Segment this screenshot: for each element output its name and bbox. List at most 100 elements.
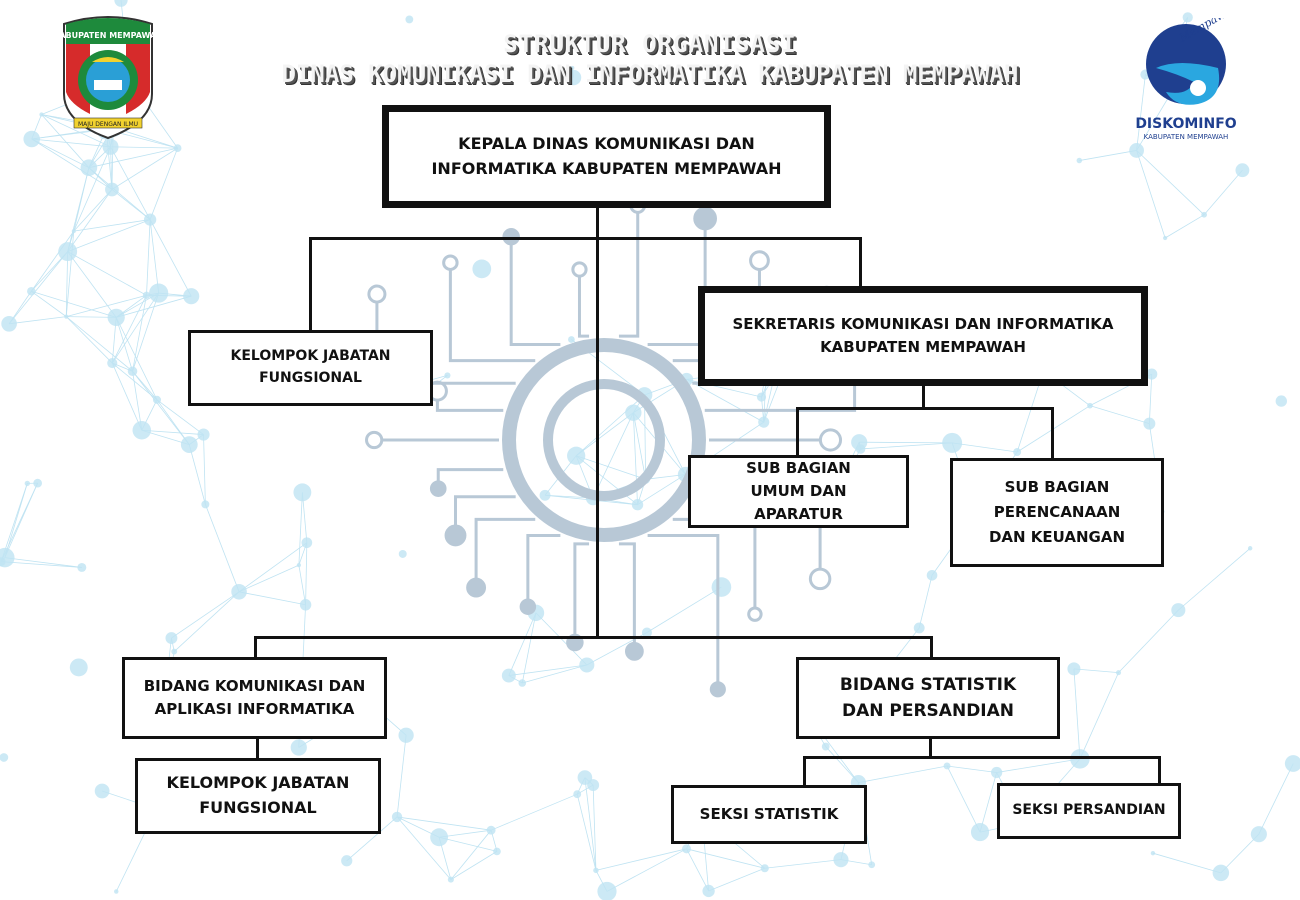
network-node xyxy=(39,112,44,117)
node-seksi-persandian: SEKSI PERSANDIAN xyxy=(997,783,1181,839)
node-kelompok-jabatan-fungsional-bottom: KELOMPOK JABATAN FUNGSIONAL xyxy=(135,758,381,834)
network-line xyxy=(31,290,67,317)
network-line xyxy=(1073,668,1119,674)
network-line xyxy=(141,429,204,435)
network-node xyxy=(570,65,575,70)
svg-text:KABUPATEN MEMPAWAH: KABUPATEN MEMPAWAH xyxy=(60,31,156,40)
network-node xyxy=(180,436,198,454)
connector xyxy=(254,636,257,658)
network-line xyxy=(1,561,82,568)
network-node xyxy=(625,404,642,421)
network-node xyxy=(493,847,501,856)
network-line xyxy=(396,816,492,831)
network-line xyxy=(203,434,206,505)
network-line xyxy=(686,848,765,869)
network-node xyxy=(398,549,407,558)
network-line xyxy=(946,765,981,833)
network-line xyxy=(132,371,143,431)
node-kepala-dinas: KEPALA DINAS KOMUNIKASI DAN INFORMATIKA … xyxy=(382,105,831,208)
network-line xyxy=(576,455,646,480)
network-node xyxy=(539,489,551,501)
network-line xyxy=(1079,672,1119,760)
network-line xyxy=(764,859,842,869)
network-line xyxy=(31,290,117,318)
kabupaten-mempawah-logo: KABUPATEN MEMPAWAH MAJU DENGAN ILMU xyxy=(53,14,163,140)
circuit-node xyxy=(808,567,832,591)
network-line xyxy=(149,219,192,297)
network-node xyxy=(33,478,42,488)
circuit-trace xyxy=(573,542,590,643)
network-node xyxy=(201,500,210,509)
network-line xyxy=(105,129,113,190)
title-line2: DINAS KOMUNIKASI DAN INFORMATIKA KABUPAT… xyxy=(281,60,1019,88)
network-node xyxy=(681,844,692,854)
network-node xyxy=(0,547,15,568)
network-line xyxy=(521,612,537,684)
node-bidang-statistik: BIDANG STATISTIK DAN PERSANDIAN xyxy=(796,657,1060,739)
network-node xyxy=(486,825,496,835)
network-line xyxy=(110,146,151,220)
network-node xyxy=(143,213,157,226)
node-label: SEKSI STATISTIK xyxy=(699,804,839,823)
circuit-trace xyxy=(474,517,536,588)
network-node xyxy=(102,138,119,155)
node-label: SUB BAGIAN PERENCANAAN DAN KEUANGAN xyxy=(988,478,1126,546)
network-node xyxy=(631,499,644,511)
network-line xyxy=(149,219,160,294)
network-node xyxy=(165,632,178,644)
network-node xyxy=(1150,850,1156,856)
network-node xyxy=(1143,417,1156,430)
network-line xyxy=(508,612,537,676)
diskominfo-logo: Mempawah Tim DISKOMINFO KABUPATEN MEMPAW… xyxy=(1128,0,1261,142)
network-node xyxy=(1162,235,1168,241)
network-line xyxy=(1073,668,1081,759)
network-line xyxy=(708,867,765,892)
network-node xyxy=(107,308,125,327)
network-node xyxy=(1067,662,1081,676)
network-node xyxy=(171,648,178,655)
network-node xyxy=(69,658,88,677)
network-line xyxy=(31,138,90,169)
network-node xyxy=(501,668,516,683)
node-sub-bagian-perencanaan: SUB BAGIAN PERENCANAAN DAN KEUANGAN xyxy=(950,458,1164,567)
network-node xyxy=(71,229,76,234)
network-node xyxy=(821,742,830,751)
connector xyxy=(922,385,925,409)
network-line xyxy=(146,219,151,296)
network-line xyxy=(238,542,308,593)
network-line xyxy=(825,746,859,783)
network-node xyxy=(293,483,312,502)
network-node xyxy=(58,242,78,262)
network-node xyxy=(1247,546,1253,551)
network-line xyxy=(946,765,997,773)
circuit-node xyxy=(365,430,384,450)
network-line xyxy=(632,412,647,480)
network-line xyxy=(396,735,407,817)
network-line xyxy=(396,816,452,880)
network-line xyxy=(171,591,240,639)
network-line xyxy=(31,138,111,148)
network-line xyxy=(298,565,306,605)
network-line xyxy=(595,848,687,871)
node-label: BIDANG STATISTIK DAN PERSANDIAN xyxy=(839,674,1017,721)
network-node xyxy=(1013,448,1022,456)
circuit-trace xyxy=(436,468,504,489)
network-line xyxy=(575,412,634,457)
network-line xyxy=(111,362,143,431)
network-line xyxy=(508,664,587,676)
network-line xyxy=(646,586,722,633)
circuit-node xyxy=(444,524,467,547)
circuit-ring xyxy=(543,379,665,501)
network-node xyxy=(80,159,98,177)
circuit-trace xyxy=(577,269,590,338)
network-node xyxy=(114,0,128,7)
circuit-node xyxy=(749,250,770,271)
network-node xyxy=(152,395,162,404)
network-line xyxy=(149,147,179,220)
network-node xyxy=(913,622,925,634)
circuit-trace xyxy=(672,517,757,615)
network-line xyxy=(996,758,1081,773)
network-line xyxy=(41,114,90,168)
connector xyxy=(1051,407,1054,459)
network-node xyxy=(1284,755,1300,772)
